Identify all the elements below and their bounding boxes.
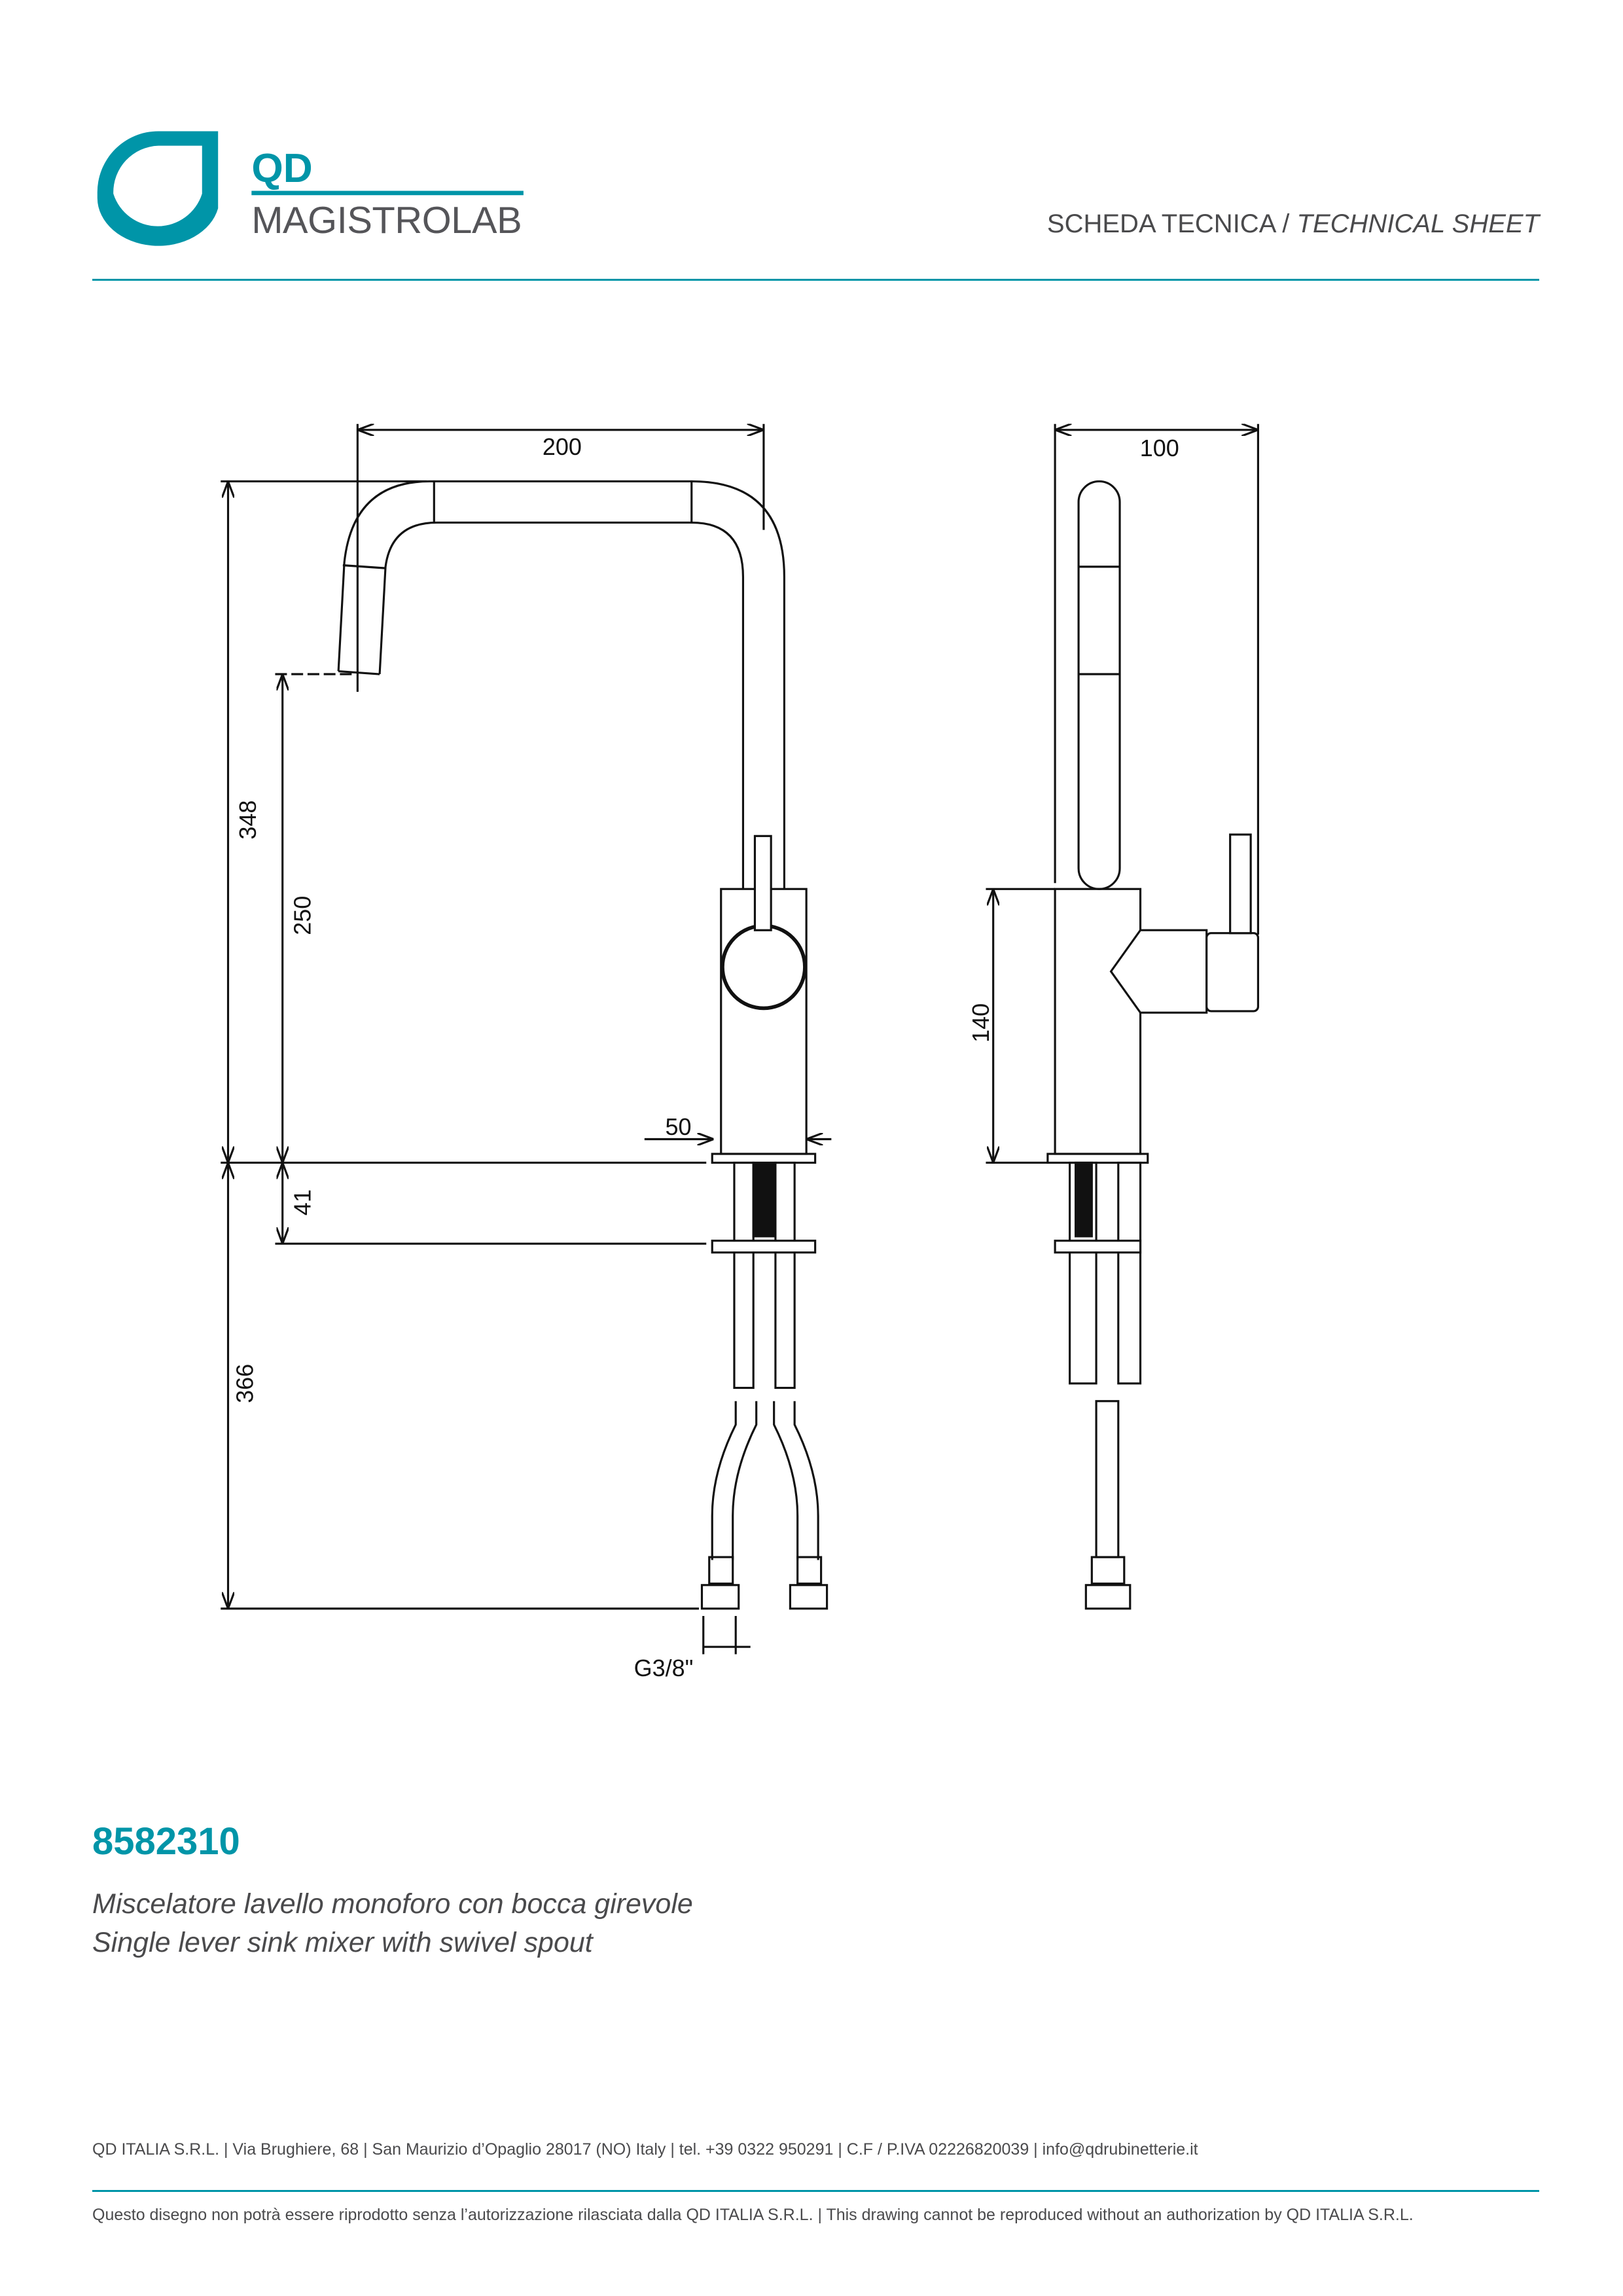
dim-50: 50 bbox=[666, 1113, 692, 1140]
dim-g38: G3/8" bbox=[634, 1655, 694, 1681]
front-view bbox=[221, 424, 832, 1655]
description-italian: Miscelatore lavello monoforo con bocca g… bbox=[92, 1888, 693, 1920]
header-rule bbox=[92, 279, 1539, 281]
dim-366: 366 bbox=[232, 1364, 259, 1403]
description-english: Single lever sink mixer with swivel spou… bbox=[92, 1927, 593, 1958]
dim-200: 200 bbox=[543, 433, 582, 460]
footer-disclaimer: Questo disegno non potrà essere riprodot… bbox=[92, 2206, 1414, 2224]
title-italian: SCHEDA TECNICA bbox=[1046, 209, 1275, 238]
brand-logo: QD MAGISTROLAB bbox=[97, 131, 524, 246]
product-code: 8582310 bbox=[92, 1820, 240, 1863]
logo-divider bbox=[251, 190, 524, 196]
dim-250: 250 bbox=[289, 896, 315, 935]
drop-logo-icon bbox=[97, 131, 219, 246]
sheet-title: SCHEDA TECNICA / TECHNICAL SHEET bbox=[1047, 209, 1539, 239]
title-separator: / bbox=[1282, 209, 1290, 238]
title-english: TECHNICAL SHEET bbox=[1296, 209, 1539, 238]
dim-100: 100 bbox=[1140, 435, 1179, 461]
dim-348: 348 bbox=[234, 800, 261, 840]
dim-41: 41 bbox=[289, 1189, 315, 1215]
logo-qd: QD bbox=[251, 146, 312, 191]
dim-140: 140 bbox=[967, 1003, 994, 1043]
footer-rule bbox=[92, 2190, 1539, 2192]
side-view bbox=[986, 424, 1259, 1610]
logo-magistrolab: MAGISTROLAB bbox=[251, 200, 522, 242]
footer-address: QD ITALIA S.R.L. | Via Brughiere, 68 | S… bbox=[92, 2140, 1198, 2159]
